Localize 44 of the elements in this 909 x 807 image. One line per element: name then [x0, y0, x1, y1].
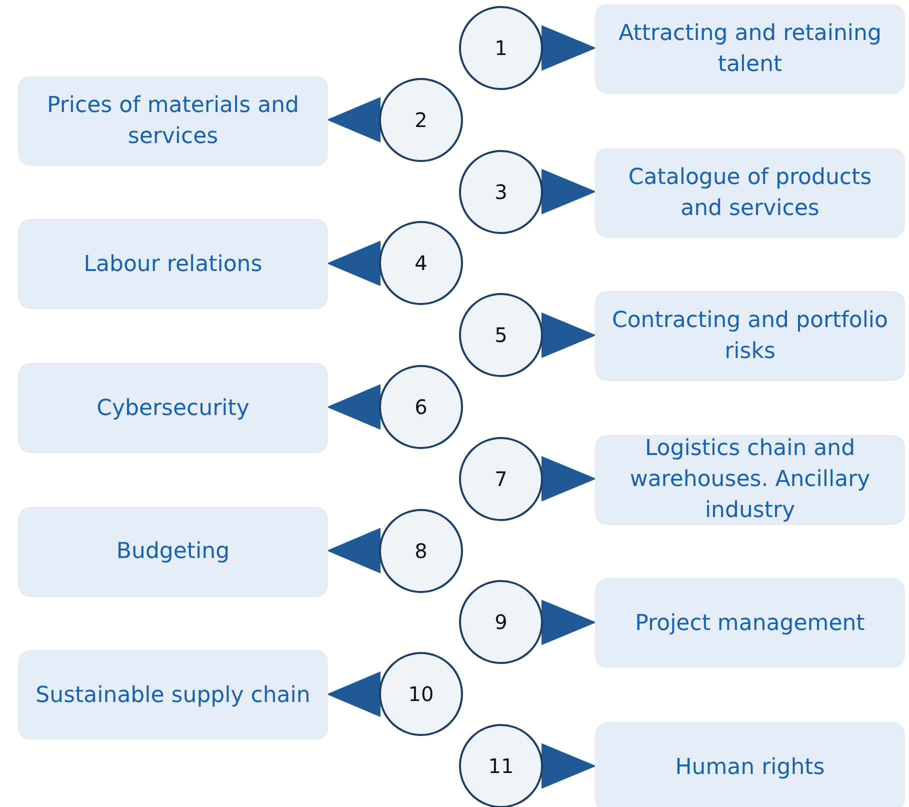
topic-label: Cybersecurity	[96, 394, 250, 422]
topic-label: Project management	[635, 610, 865, 638]
number-label: 5	[494, 323, 508, 348]
topic-label: Contracting and portfolio risks	[610, 307, 890, 366]
topic-box	[595, 4, 905, 94]
number-label: 2	[414, 108, 428, 132]
pointer-arrow	[326, 240, 380, 286]
pointer-arrow	[326, 671, 380, 717]
topic-box	[18, 506, 328, 597]
topic-box	[595, 578, 905, 668]
pointer-arrow	[542, 600, 596, 646]
number-label: 1	[494, 36, 508, 60]
topic-box	[595, 148, 905, 238]
pointer-arrow	[326, 97, 380, 143]
topic-box	[18, 650, 328, 740]
pointer-arrow	[542, 25, 596, 71]
number-label: 7	[494, 466, 508, 491]
number-label: 6	[414, 395, 428, 419]
topic-label: Prices of materials and services	[46, 92, 300, 151]
topic-box	[18, 363, 328, 453]
topic-label: Attracting and retaining talent	[618, 20, 882, 79]
topic-box	[18, 76, 328, 166]
pointer-arrow	[326, 384, 380, 430]
number-label: 10	[408, 682, 434, 706]
topic-label: Human rights	[675, 754, 825, 782]
number-label: 4	[414, 251, 428, 276]
number-label: 3	[494, 180, 508, 204]
topic-label: Logistics chain and warehouses. Ancillary industry	[628, 435, 872, 526]
number-label: 9	[494, 610, 508, 634]
topic-label: Catalogue of products and services	[627, 164, 873, 223]
pointer-arrow	[542, 456, 596, 502]
topic-box	[595, 722, 905, 807]
pointer-arrow	[542, 312, 596, 358]
pointer-arrow	[542, 743, 596, 789]
topic-box	[18, 219, 328, 310]
topic-label: Budgeting	[116, 538, 230, 566]
number-label: 11	[488, 754, 514, 778]
pointer-arrow	[326, 528, 380, 574]
topic-box	[595, 434, 905, 525]
topic-label: Sustainable supply chain	[36, 682, 310, 710]
pointer-arrow	[542, 168, 596, 214]
topic-box	[595, 291, 905, 382]
topic-label: Labour relations	[84, 250, 262, 279]
number-label: 8	[414, 538, 428, 563]
